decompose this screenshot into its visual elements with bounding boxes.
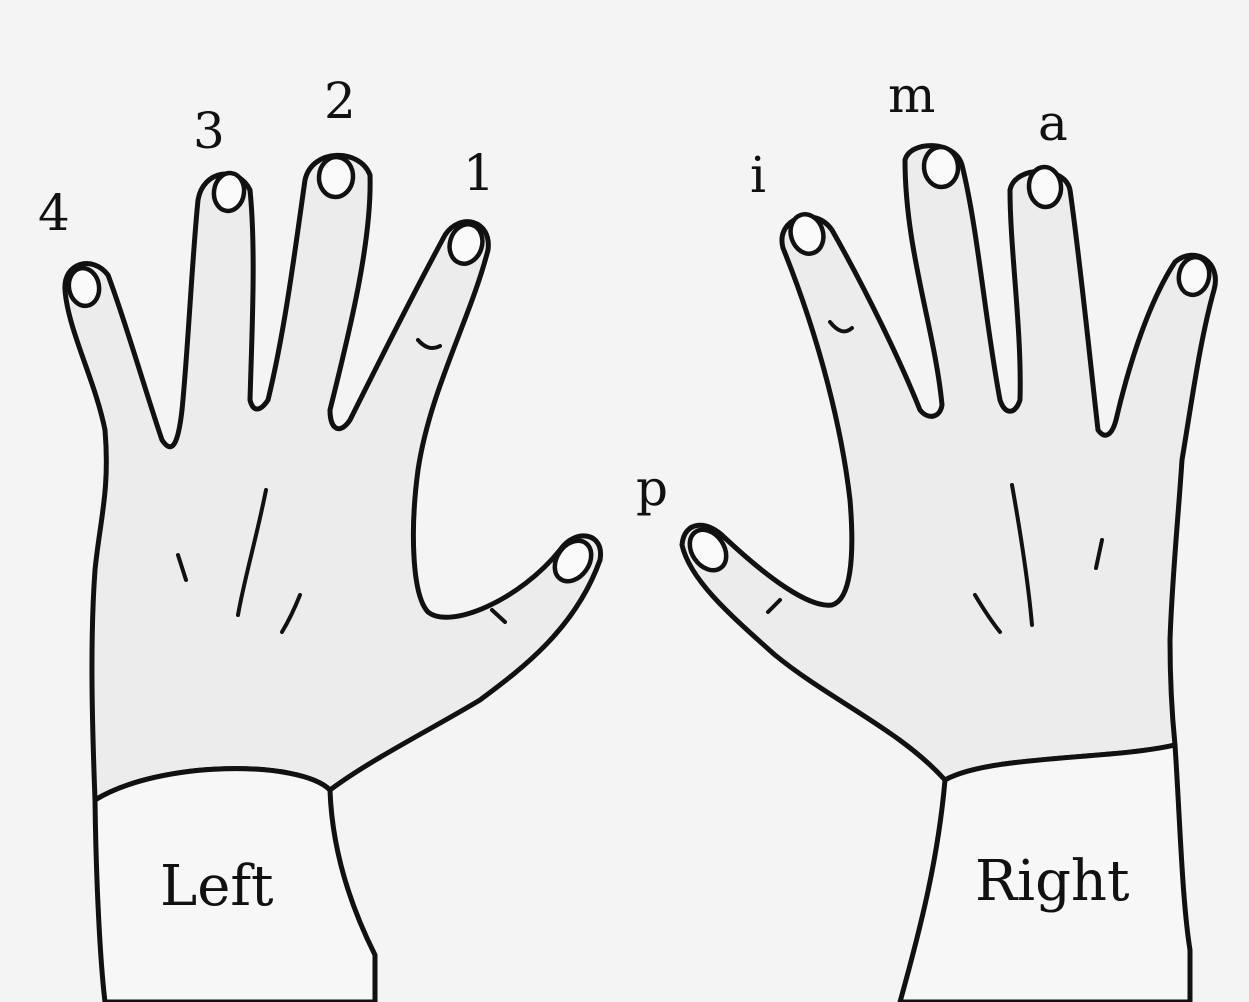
left-finger-label-3: 3 [193, 102, 225, 160]
right-hand-label: Right [975, 849, 1130, 914]
thumb-label-p: p [636, 459, 668, 517]
left-finger-2-nail [317, 156, 354, 199]
right-finger-m-nail [922, 146, 959, 189]
right-hand [682, 146, 1215, 1002]
left-finger-label-2: 2 [324, 72, 356, 130]
right-finger-label-a: a [1038, 94, 1068, 152]
right-hand-outline [682, 146, 1215, 780]
right-finger-label-i: i [750, 146, 766, 204]
left-hand [65, 155, 601, 1002]
right-finger-label-m: m [888, 66, 935, 124]
left-hand-outline [65, 155, 601, 800]
left-hand-label: Left [160, 854, 274, 919]
right-finger-a-nail [1027, 166, 1062, 209]
left-finger-label-1: 1 [463, 144, 495, 202]
left-finger-label-4: 4 [38, 184, 70, 242]
